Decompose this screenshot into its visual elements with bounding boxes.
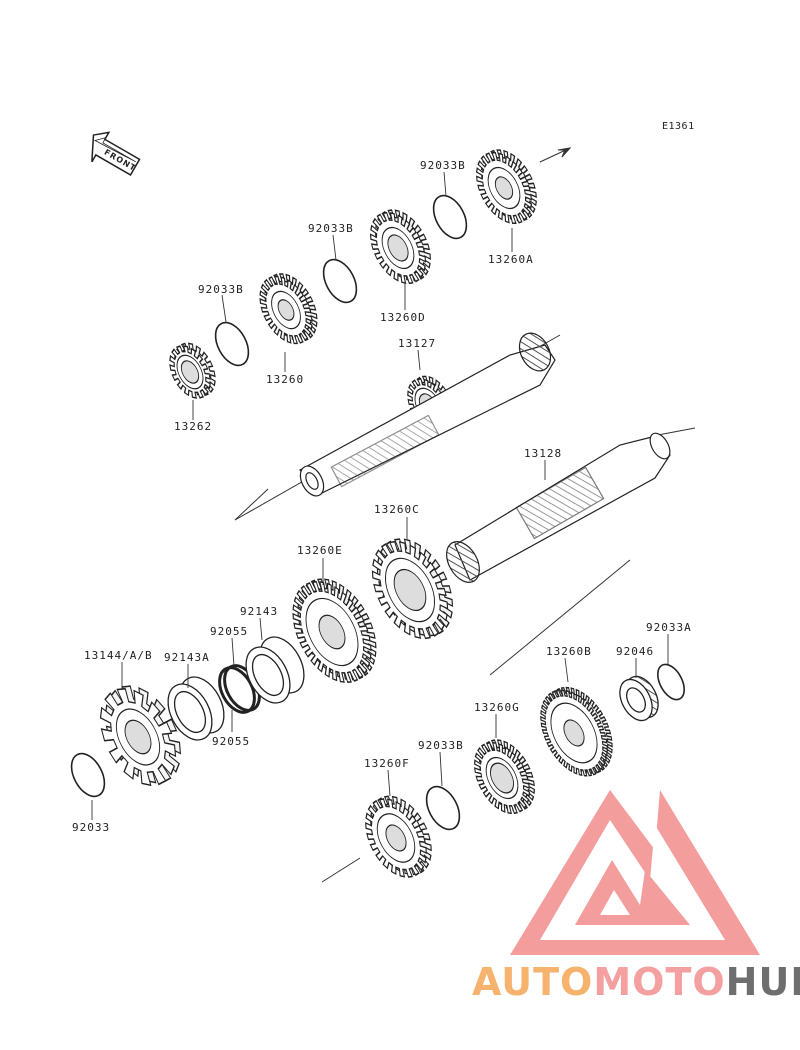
circlip-92033B-top <box>432 194 468 240</box>
part-label-13127: 13127 <box>398 337 437 350</box>
watermark-part-3: HUB <box>725 960 800 1004</box>
gear-13260F <box>365 795 432 878</box>
circlip-92033B-bot <box>425 785 461 831</box>
part-label-92143A: 92143A <box>164 651 210 664</box>
leader-lines <box>91 171 669 820</box>
watermark-part-2: MOTO <box>593 960 726 1004</box>
gear-13260 <box>259 273 318 345</box>
gear-13260D <box>369 209 431 285</box>
part-label-13128: 13128 <box>524 447 563 460</box>
part-label-92033A: 92033A <box>646 621 692 634</box>
sprocket-13144 <box>99 685 182 787</box>
part-label-92033B: 92033B <box>420 159 466 172</box>
gear-13260E <box>292 578 377 684</box>
rings-layer <box>70 194 685 831</box>
gear-13260B <box>540 686 613 777</box>
collar-92143A <box>167 676 225 741</box>
gears-layer <box>99 149 613 878</box>
gear-13260C <box>371 538 454 640</box>
collars-layer <box>167 636 659 741</box>
watermark-part-1: AUTO <box>472 960 594 1004</box>
part-label-13260B: 13260B <box>546 645 592 658</box>
gear-13260G <box>474 739 535 815</box>
axis-lines <box>234 147 696 883</box>
part-label-13260A: 13260A <box>488 253 534 266</box>
shaft-13127 <box>299 332 556 497</box>
part-label-92055: 92055 <box>212 735 251 748</box>
watermark-text: AUTOMOTOHUB <box>472 962 800 1002</box>
part-label-13260G: 13260G <box>474 701 520 714</box>
front-arrow-icon: FRONT <box>91 131 141 176</box>
gear-13260A <box>475 149 537 225</box>
circlip-92033 <box>70 752 106 798</box>
circlip-92033A <box>657 663 685 701</box>
part-label-13144-A-B: 13144/A/B <box>84 649 153 662</box>
part-label-92046: 92046 <box>616 645 655 658</box>
shaft-13128 <box>446 432 671 583</box>
part-label-92033: 92033 <box>72 821 111 834</box>
gear-13262 <box>169 342 216 399</box>
part-label-13260D: 13260D <box>380 311 426 324</box>
circlip-92033B-left <box>214 321 250 367</box>
part-label-13260: 13260 <box>266 373 305 386</box>
part-label-13260E: 13260E <box>297 544 343 557</box>
watermark-logo-icon <box>510 790 760 955</box>
collar-92143 <box>245 636 305 704</box>
diagram-id: E1361 <box>662 121 695 132</box>
part-label-92033B: 92033B <box>308 222 354 235</box>
part-label-92143: 92143 <box>240 605 279 618</box>
bearing-92046 <box>619 675 659 722</box>
part-label-92033B: 92033B <box>418 739 464 752</box>
part-label-92055: 92055 <box>210 625 249 638</box>
part-label-92033B: 92033B <box>198 283 244 296</box>
part-label-13260F: 13260F <box>364 757 410 770</box>
part-label-13262: 13262 <box>174 420 213 433</box>
circlip-92033B-mid <box>322 258 358 304</box>
part-label-13260C: 13260C <box>374 503 420 516</box>
